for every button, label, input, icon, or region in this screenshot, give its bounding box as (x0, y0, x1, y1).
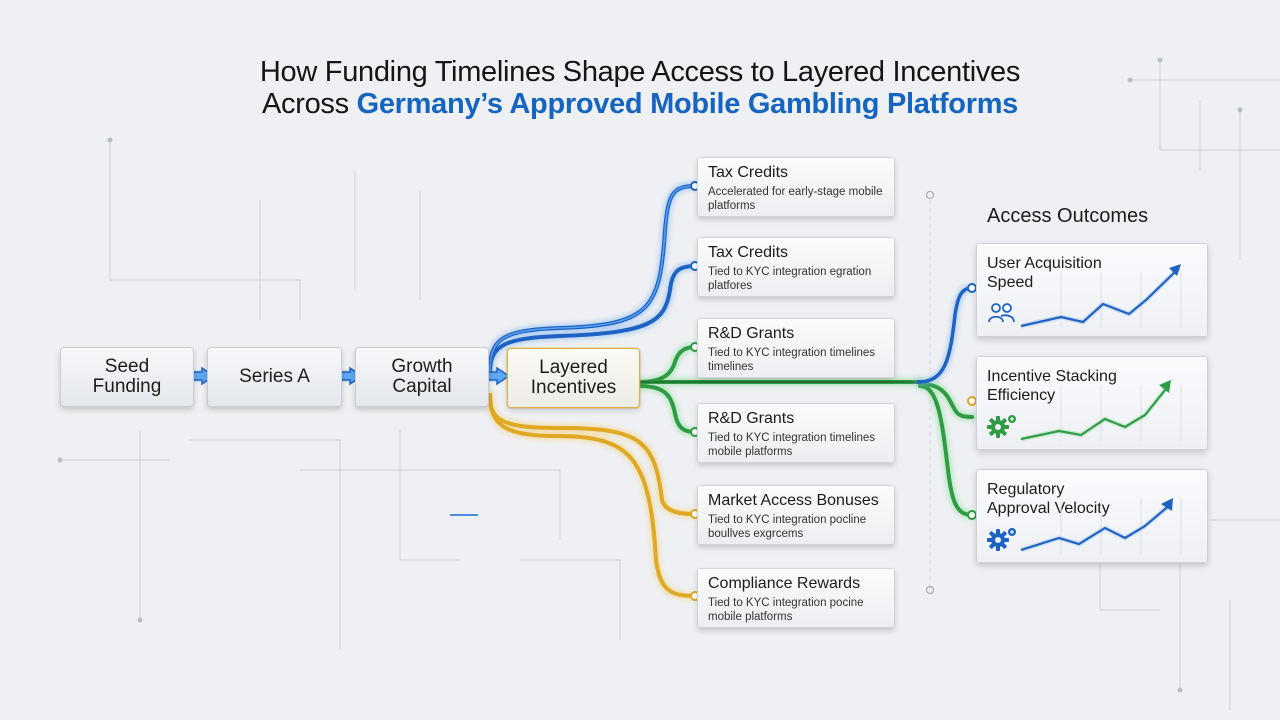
gold-connectors (485, 390, 700, 601)
stage-label: Seed Funding (92, 356, 162, 397)
incentive-title: Tax Credits (708, 244, 789, 261)
incentive-card-tax-credits-1: Tax Credits Accelerated for early-stage … (697, 157, 895, 217)
subtitle-prefix: Across (261, 88, 357, 120)
trend-chart-icon (1021, 380, 1182, 442)
subtitle-accent: Germany’s Approved Mobile Gambling Platf… (356, 88, 1019, 120)
incentive-card-rd-grants-2: R&D Grants Tied to KYC integration timel… (697, 403, 895, 463)
incentive-card-tax-credits-2: Tax Credits Tied to KYC integration egra… (697, 237, 895, 297)
stage-seed-funding: Seed Funding (60, 347, 194, 407)
incentive-description: Accelerated for early-stage mobile platf… (708, 186, 883, 212)
page-title: How Funding Timelines Shape Access to La… (259, 56, 1021, 88)
outcome-card-user-acquisition: User Acquisition Speed (976, 243, 1208, 337)
outcome-title: Incentive Stacking Efficiency (987, 368, 1117, 404)
incentive-title: Compliance Rewards (708, 575, 861, 592)
incentive-title: R&D Grants (708, 410, 795, 427)
users-icon (988, 303, 1015, 323)
outcome-card-regulatory-approval: Regulatory Approval Velocity (976, 469, 1208, 563)
gear-icon (987, 528, 1016, 551)
outcome-card-incentive-stacking: Incentive Stacking Efficiency (976, 356, 1208, 450)
stage-label: Growth Capital (391, 356, 453, 397)
trend-chart-icon (1021, 498, 1182, 554)
gear-icon (987, 415, 1016, 438)
incentive-description: Tied to KYC integration egration platfor… (708, 266, 872, 292)
incentive-description: Tied to KYC integration pocline boullves… (708, 514, 867, 540)
incentive-card-rd-grants-1: R&D Grants Tied to KYC integration timel… (697, 318, 895, 378)
stage-series-a: Series A (207, 347, 342, 407)
incentive-title: R&D Grants (708, 325, 795, 342)
incentive-card-compliance-rewards: Compliance Rewards Tied to KYC integrati… (697, 568, 895, 628)
page-subtitle: Across Germany’s Approved Mobile Gamblin… (0, 88, 1280, 121)
outcome-title: User Acquisition Speed (987, 255, 1102, 291)
incentive-card-market-access-bonuses: Market Access Bonuses Tied to KYC integr… (697, 485, 895, 545)
incentive-description: Tied to KYC integration timelines timeli… (708, 347, 876, 373)
incentive-title: Tax Credits (708, 164, 789, 181)
incentive-description: Tied to KYC integration timelines mobile… (708, 432, 876, 458)
stage-layered-incentives: Layered Incentives (507, 348, 640, 408)
incentive-description: Tied to KYC integration pocine mobile pl… (708, 597, 864, 623)
stage-label: Series A (239, 366, 310, 387)
green-connectors (633, 342, 977, 520)
stage-label: Layered Incentives (530, 357, 617, 398)
stage-growth-capital: Growth Capital (355, 347, 489, 407)
outcomes-heading: Access Outcomes (987, 205, 1149, 227)
blue-connectors (485, 181, 700, 377)
outcome-title: Regulatory Approval Velocity (987, 481, 1110, 517)
trend-chart-icon (1021, 264, 1182, 329)
incentive-title: Market Access Bonuses (708, 492, 879, 509)
